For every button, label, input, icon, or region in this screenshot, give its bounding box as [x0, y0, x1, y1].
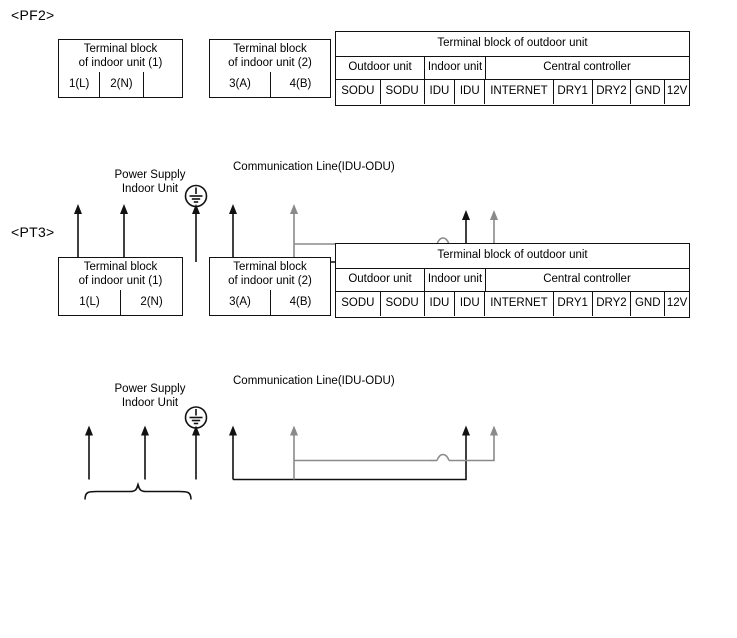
- group-indoor-unit: Indoor unit: [424, 269, 485, 291]
- indoor-unit-1-table-pt3: Terminal block of indoor unit (1) 1(L) 2…: [58, 257, 183, 316]
- diagram-pt3: <PT3> Terminal block of indoor unit (1) …: [0, 215, 737, 500]
- table-terminal-row: 3(A) 4(B): [210, 290, 330, 315]
- power-supply-caption-pt3: Power Supply Indoor Unit: [95, 382, 205, 411]
- outdoor-unit-table-pt3: Terminal block of outdoor unit Outdoor u…: [335, 243, 690, 318]
- outdoor-terminal-row: SODU SODU IDU IDU INTERNET DRY1 DRY2 GND…: [336, 291, 689, 316]
- indoor-1-header: Terminal block of indoor unit (1): [59, 39, 182, 73]
- indoor-1-header: Terminal block of indoor unit (1): [59, 257, 182, 291]
- terminal-cell-1L: 1(L): [68, 77, 90, 90]
- communication-line-caption-pt3: Communication Line(IDU-ODU): [233, 375, 395, 387]
- indoor-1-header-line2: of indoor unit (1): [78, 275, 163, 287]
- indoor-2-header: Terminal block of indoor unit (2): [210, 39, 330, 73]
- group-indoor-unit: Indoor unit: [424, 57, 485, 79]
- indoor-1-header-line2: of indoor unit (1): [78, 57, 163, 69]
- power-caption-line2: Indoor Unit: [121, 183, 179, 196]
- indoor-2-header-line1: Terminal block: [233, 260, 307, 273]
- terminal-12v: 12V: [664, 292, 689, 316]
- terminal-dry2: DRY2: [591, 80, 631, 104]
- group-central-controller: Central controller: [485, 269, 688, 291]
- section-title-pf2: <PF2>: [11, 7, 55, 23]
- terminal-sodu-1: SODU: [341, 85, 375, 98]
- arrowheads-gray: [290, 425, 498, 436]
- power-caption-line1: Power Supply: [114, 169, 186, 181]
- communication-line-caption-pf2: Communication Line(IDU-ODU): [233, 161, 395, 173]
- terminal-sodu-2: SODU: [379, 292, 424, 316]
- terminal-cell-empty: [142, 72, 182, 97]
- power-supply-caption-pf2: Power Supply Indoor Unit: [95, 168, 205, 197]
- outdoor-unit-table-pf2: Terminal block of outdoor unit Outdoor u…: [335, 31, 690, 106]
- arrowheads-black: [85, 425, 470, 436]
- indoor-2-header-line2: of indoor unit (2): [228, 275, 312, 287]
- indoor-unit-2-table-pt3: Terminal block of indoor unit (2) 3(A) 4…: [209, 257, 331, 316]
- terminal-internet: INTERNET: [484, 80, 553, 104]
- indoor-2-header-line2: of indoor unit (2): [228, 57, 312, 69]
- outdoor-terminal-row: SODU SODU IDU IDU INTERNET DRY1 DRY2 GND…: [336, 79, 689, 104]
- table-terminal-row: 1(L) 2(N): [59, 290, 182, 315]
- terminal-dry2: DRY2: [591, 292, 631, 316]
- terminal-cell-2N: 2(N): [99, 72, 142, 97]
- table-header-row: Terminal block of indoor unit (2): [210, 258, 330, 290]
- terminal-idu-2: IDU: [454, 80, 484, 104]
- terminal-12v: 12V: [664, 80, 689, 104]
- power-caption-line2: Indoor Unit: [121, 397, 179, 410]
- table-header-row: Terminal block of indoor unit (1): [59, 258, 182, 290]
- terminal-cell-3A: 3(A): [229, 295, 251, 308]
- table-header-row: Terminal block of indoor unit (1): [59, 40, 182, 72]
- outdoor-title-row: Terminal block of outdoor unit: [336, 32, 689, 56]
- terminal-gnd: GND: [630, 80, 664, 104]
- terminal-internet: INTERNET: [484, 292, 553, 316]
- indoor-2-header: Terminal block of indoor unit (2): [210, 257, 330, 291]
- group-outdoor-unit: Outdoor unit: [348, 61, 412, 74]
- outdoor-group-row: Outdoor unit Indoor unit Central control…: [336, 56, 689, 79]
- indoor-unit-2-table-pf2: Terminal block of indoor unit (2) 3(A) 4…: [209, 39, 331, 98]
- table-terminal-row: 3(A) 4(B): [210, 72, 330, 97]
- terminal-dry1: DRY1: [552, 80, 592, 104]
- terminal-idu-1: IDU: [423, 80, 455, 104]
- indoor-1-header-line1: Terminal block: [83, 260, 158, 273]
- section-title-pt3: <PT3>: [11, 224, 55, 240]
- outdoor-title: Terminal block of outdoor unit: [437, 37, 588, 50]
- terminal-cell-4B: 4(B): [269, 72, 330, 97]
- terminal-sodu-1: SODU: [341, 297, 375, 310]
- indoor-2-header-line1: Terminal block: [233, 42, 307, 55]
- terminal-idu-1: IDU: [423, 292, 455, 316]
- terminal-cell-2N: 2(N): [120, 290, 182, 315]
- outdoor-title-row: Terminal block of outdoor unit: [336, 244, 689, 268]
- diagram-pf2: <PF2> Terminal block of indoor unit (1) …: [0, 0, 737, 283]
- terminal-cell-1L: 1(L): [79, 295, 100, 308]
- terminal-cell-3A: 3(A): [229, 77, 251, 90]
- outdoor-group-row: Outdoor unit Indoor unit Central control…: [336, 268, 689, 291]
- table-terminal-row: 1(L) 2(N): [59, 72, 182, 97]
- terminal-gnd: GND: [630, 292, 664, 316]
- group-central-controller: Central controller: [485, 57, 688, 79]
- terminal-sodu-2: SODU: [379, 80, 424, 104]
- group-outdoor-unit: Outdoor unit: [348, 273, 412, 286]
- terminal-dry1: DRY1: [552, 292, 592, 316]
- terminal-cell-4B: 4(B): [269, 290, 330, 315]
- terminal-idu-2: IDU: [454, 292, 484, 316]
- indoor-1-header-line1: Terminal block: [83, 42, 158, 55]
- outdoor-title: Terminal block of outdoor unit: [437, 249, 588, 262]
- indoor-unit-1-table-pf2: Terminal block of indoor unit (1) 1(L) 2…: [58, 39, 183, 98]
- power-caption-line1: Power Supply: [114, 383, 186, 395]
- table-header-row: Terminal block of indoor unit (2): [210, 40, 330, 72]
